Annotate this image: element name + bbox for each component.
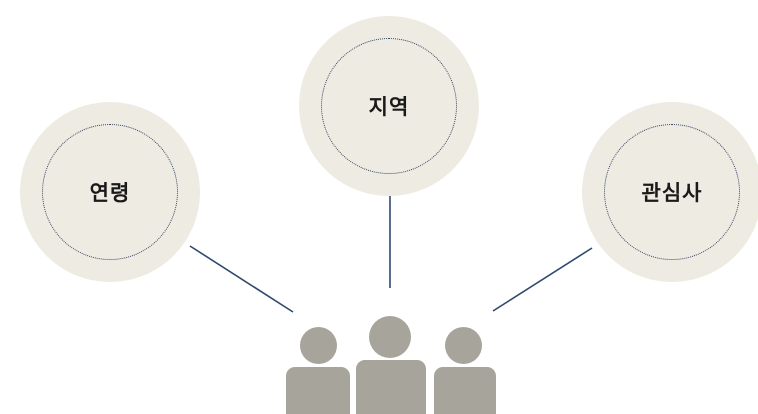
person-head: [369, 316, 411, 358]
dotted-ring: [42, 124, 178, 260]
person-head: [445, 327, 482, 364]
topic-label-region: 지역: [368, 95, 410, 119]
dotted-ring: [604, 124, 740, 260]
topic-circle-region: 지역: [299, 16, 479, 196]
person-head: [300, 327, 337, 364]
topic-circle-interest: 관심사: [582, 102, 758, 282]
person-body: [356, 360, 426, 414]
topic-label-interest: 관심사: [641, 181, 703, 205]
person-body: [286, 367, 350, 414]
topic-circle-age: 연령: [20, 102, 200, 282]
person-body: [434, 367, 496, 414]
dotted-ring: [321, 38, 457, 174]
topic-label-age: 연령: [89, 181, 131, 205]
